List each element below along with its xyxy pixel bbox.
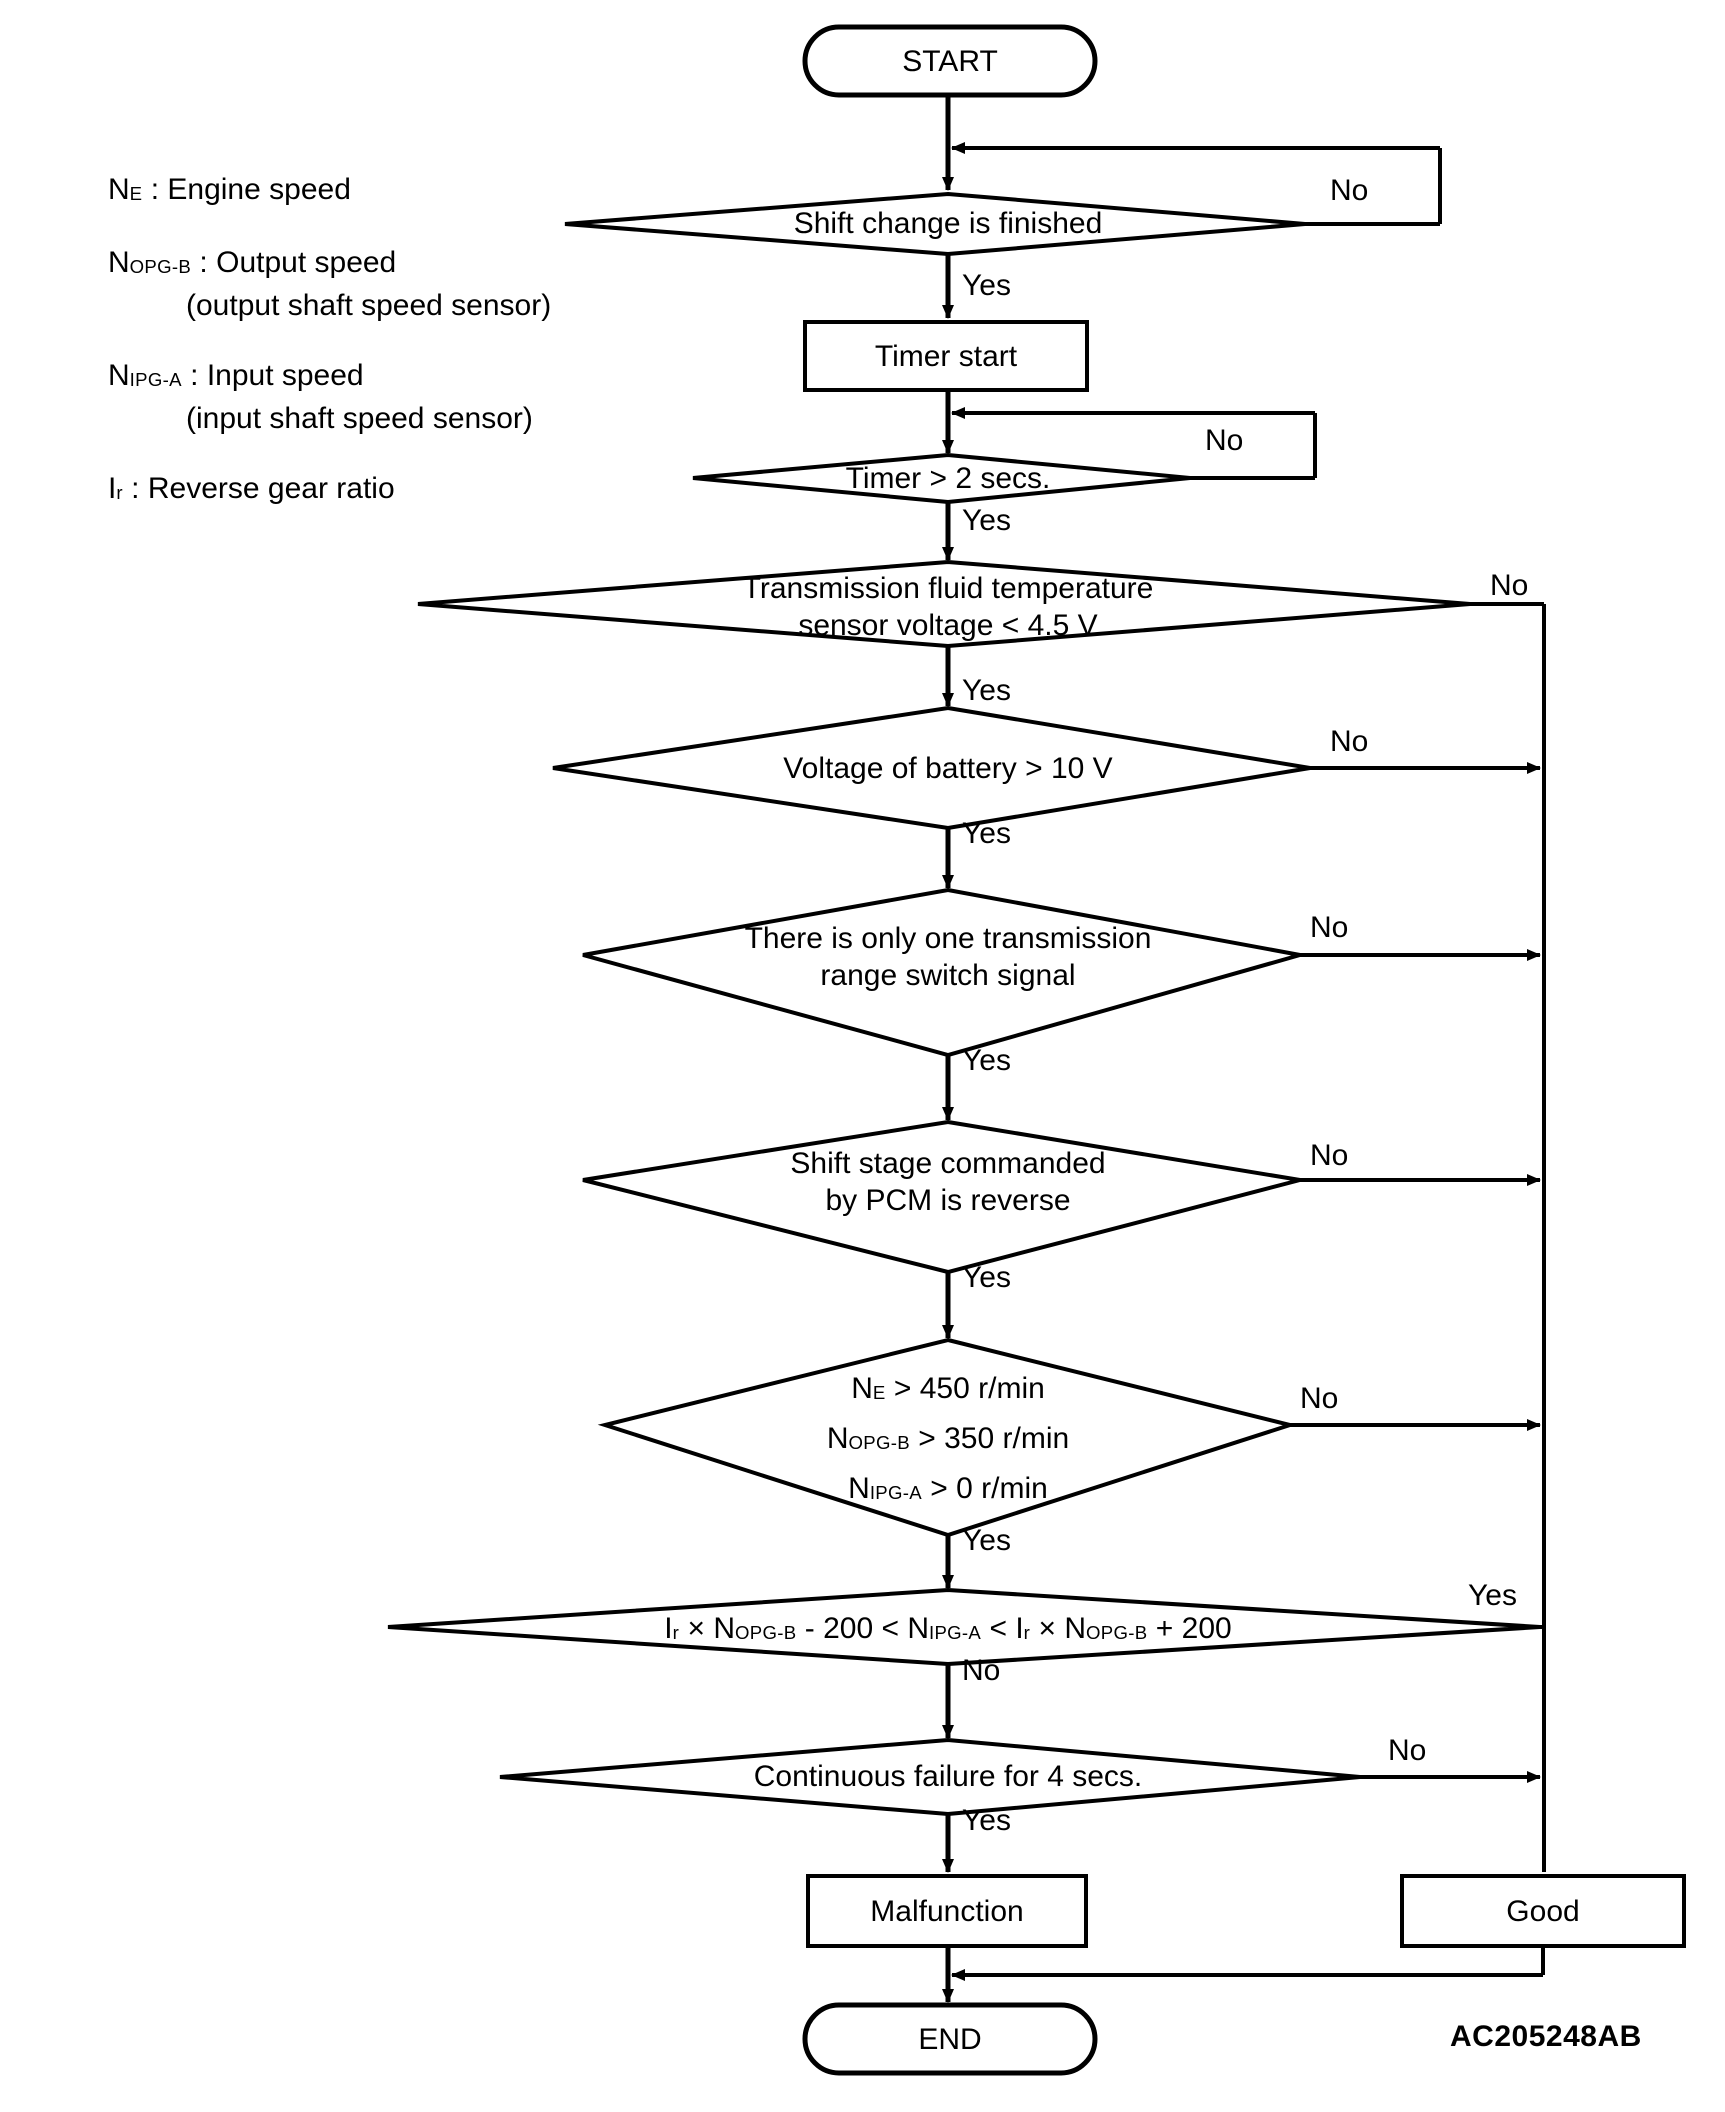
legend-subscript: IPG-A	[129, 369, 182, 390]
speeds-sub-e: E	[872, 1382, 886, 1403]
node-timer-start-label: Timer start	[874, 340, 1018, 373]
legend-continuation: (input shaft speed sensor)	[186, 402, 533, 435]
legend-item-reverse-gear-ratio: Ir : Reverse gear ratio	[108, 469, 668, 512]
branch-fluid-yes: Yes	[962, 674, 1011, 707]
legend-continuation: (output shaft speed sensor)	[186, 289, 552, 322]
node-range-switch-label: There is only one transmission range swi…	[598, 920, 1298, 994]
node-shift-change-label: Shift change is finished	[793, 207, 1103, 240]
ratio-sub-opgb2: OPG-B	[1086, 1622, 1148, 1643]
diagram-code-label: AC205248AB	[1450, 2020, 1642, 2053]
ratio-op-4: ×	[1030, 1612, 1065, 1645]
speeds-sub-opgb: OPG-B	[848, 1432, 910, 1453]
node-speeds-line3: NIPG-A > 0 r/min	[848, 1472, 1048, 1505]
legend-item-engine-speed: NE : Engine speed	[108, 170, 668, 213]
legend: NE : Engine speed NOPG-B : Output speed …	[108, 170, 668, 512]
legend-symbol: NIPG-A	[108, 359, 182, 392]
legend-spacer	[108, 439, 668, 469]
legend-spacer	[108, 213, 668, 243]
ratio-term-4: Ir	[1015, 1612, 1031, 1645]
branch-timer-no: No	[1205, 424, 1244, 457]
ratio-op-1: ×	[679, 1612, 714, 1645]
legend-spacer	[108, 326, 668, 356]
legend-subscript: E	[129, 183, 143, 204]
legend-symbol: Ir	[108, 472, 123, 505]
node-end-label: END	[918, 2023, 982, 2056]
legend-text: Reverse gear ratio	[147, 472, 395, 505]
branch-timer-yes: Yes	[962, 504, 1011, 537]
speeds-rest-3: > 0 r/min	[921, 1472, 1048, 1505]
legend-text: Engine speed	[167, 173, 351, 206]
branch-failure-yes: Yes	[962, 1804, 1011, 1837]
legend-subscript: r	[116, 482, 123, 503]
node-continuous-failure-label: Continuous failure for 4 secs.	[753, 1760, 1143, 1793]
branch-shift-change-no: No	[1330, 174, 1369, 207]
ratio-sub-ipga: IPG-A	[929, 1622, 982, 1643]
branch-ratio-yes: Yes	[1468, 1579, 1517, 1612]
speeds-sub-ipga: IPG-A	[869, 1482, 922, 1503]
node-start-label: START	[902, 45, 998, 78]
branch-stage-no: No	[1310, 1139, 1349, 1172]
branch-fluid-no: No	[1490, 569, 1529, 602]
legend-text: Output speed	[216, 246, 397, 279]
node-shift-stage-label: Shift stage commanded by PCM is reverse	[598, 1145, 1298, 1219]
node-range-switch-line1: There is only one transmission	[744, 922, 1152, 955]
legend-symbol: NOPG-B	[108, 246, 192, 279]
node-speeds-label: NE > 450 r/min NOPG-B > 350 r/min NIPG-A…	[648, 1365, 1248, 1515]
legend-separator: :	[122, 472, 148, 505]
legend-symbol: NE	[108, 173, 143, 206]
node-ratio-label: Ir × NOPG-B - 200 < NIPG-A < Ir × NOPG-B…	[548, 1610, 1348, 1650]
ratio-op-3: <	[981, 1612, 1016, 1645]
branch-failure-no: No	[1388, 1734, 1427, 1767]
ratio-term-2: NOPG-B	[713, 1612, 797, 1645]
speeds-rest-2: > 350 r/min	[909, 1422, 1070, 1455]
node-timer-2secs-label: Timer > 2 secs.	[845, 462, 1051, 495]
node-speeds-line2: NOPG-B > 350 r/min	[826, 1422, 1070, 1455]
ratio-term-1: Ir	[664, 1612, 680, 1645]
node-fluid-temp-label: Transmission fluid temperature sensor vo…	[598, 570, 1298, 644]
branch-range-no: No	[1310, 911, 1349, 944]
branch-stage-yes: Yes	[962, 1261, 1011, 1294]
node-good-label: Good	[1506, 1895, 1580, 1928]
branch-shift-change-yes: Yes	[962, 269, 1011, 302]
branch-speeds-no: No	[1300, 1382, 1339, 1415]
node-fluid-temp-line2: sensor voltage < 4.5 V	[798, 609, 1098, 642]
branch-range-yes: Yes	[962, 1044, 1011, 1077]
ratio-sub-r2: r	[1023, 1622, 1031, 1643]
ratio-term-3: NIPG-A	[907, 1612, 982, 1645]
node-malfunction-label: Malfunction	[870, 1895, 1024, 1928]
ratio-sub-opgb1: OPG-B	[735, 1622, 797, 1643]
ratio-op-2: - 200 <	[796, 1612, 908, 1645]
speeds-rest-1: > 450 r/min	[885, 1372, 1045, 1405]
ratio-term-5: NOPG-B	[1064, 1612, 1148, 1645]
node-fluid-temp-line1: Transmission fluid temperature	[742, 572, 1154, 605]
legend-item-input-speed: NIPG-A : Input speed (input shaft speed …	[108, 356, 668, 439]
ratio-sub-r1: r	[672, 1622, 680, 1643]
legend-separator: :	[191, 246, 217, 279]
node-shift-stage-line1: Shift stage commanded	[790, 1147, 1106, 1180]
legend-text: Input speed	[206, 359, 364, 392]
branch-battery-no: No	[1330, 725, 1369, 758]
node-speeds-line1: NE > 450 r/min	[851, 1372, 1045, 1405]
branch-battery-yes: Yes	[962, 817, 1011, 850]
legend-subscript: OPG-B	[129, 256, 192, 277]
legend-item-output-speed: NOPG-B : Output speed (output shaft spee…	[108, 243, 668, 326]
node-battery-label: Voltage of battery > 10 V	[783, 752, 1113, 785]
legend-separator: :	[181, 359, 207, 392]
ratio-op-5: + 200	[1147, 1612, 1232, 1645]
legend-separator: :	[142, 173, 168, 206]
branch-ratio-no: No	[962, 1654, 1001, 1687]
branch-speeds-yes: Yes	[962, 1524, 1011, 1557]
node-shift-stage-line2: by PCM is reverse	[825, 1184, 1071, 1217]
node-range-switch-line2: range switch signal	[820, 959, 1076, 992]
